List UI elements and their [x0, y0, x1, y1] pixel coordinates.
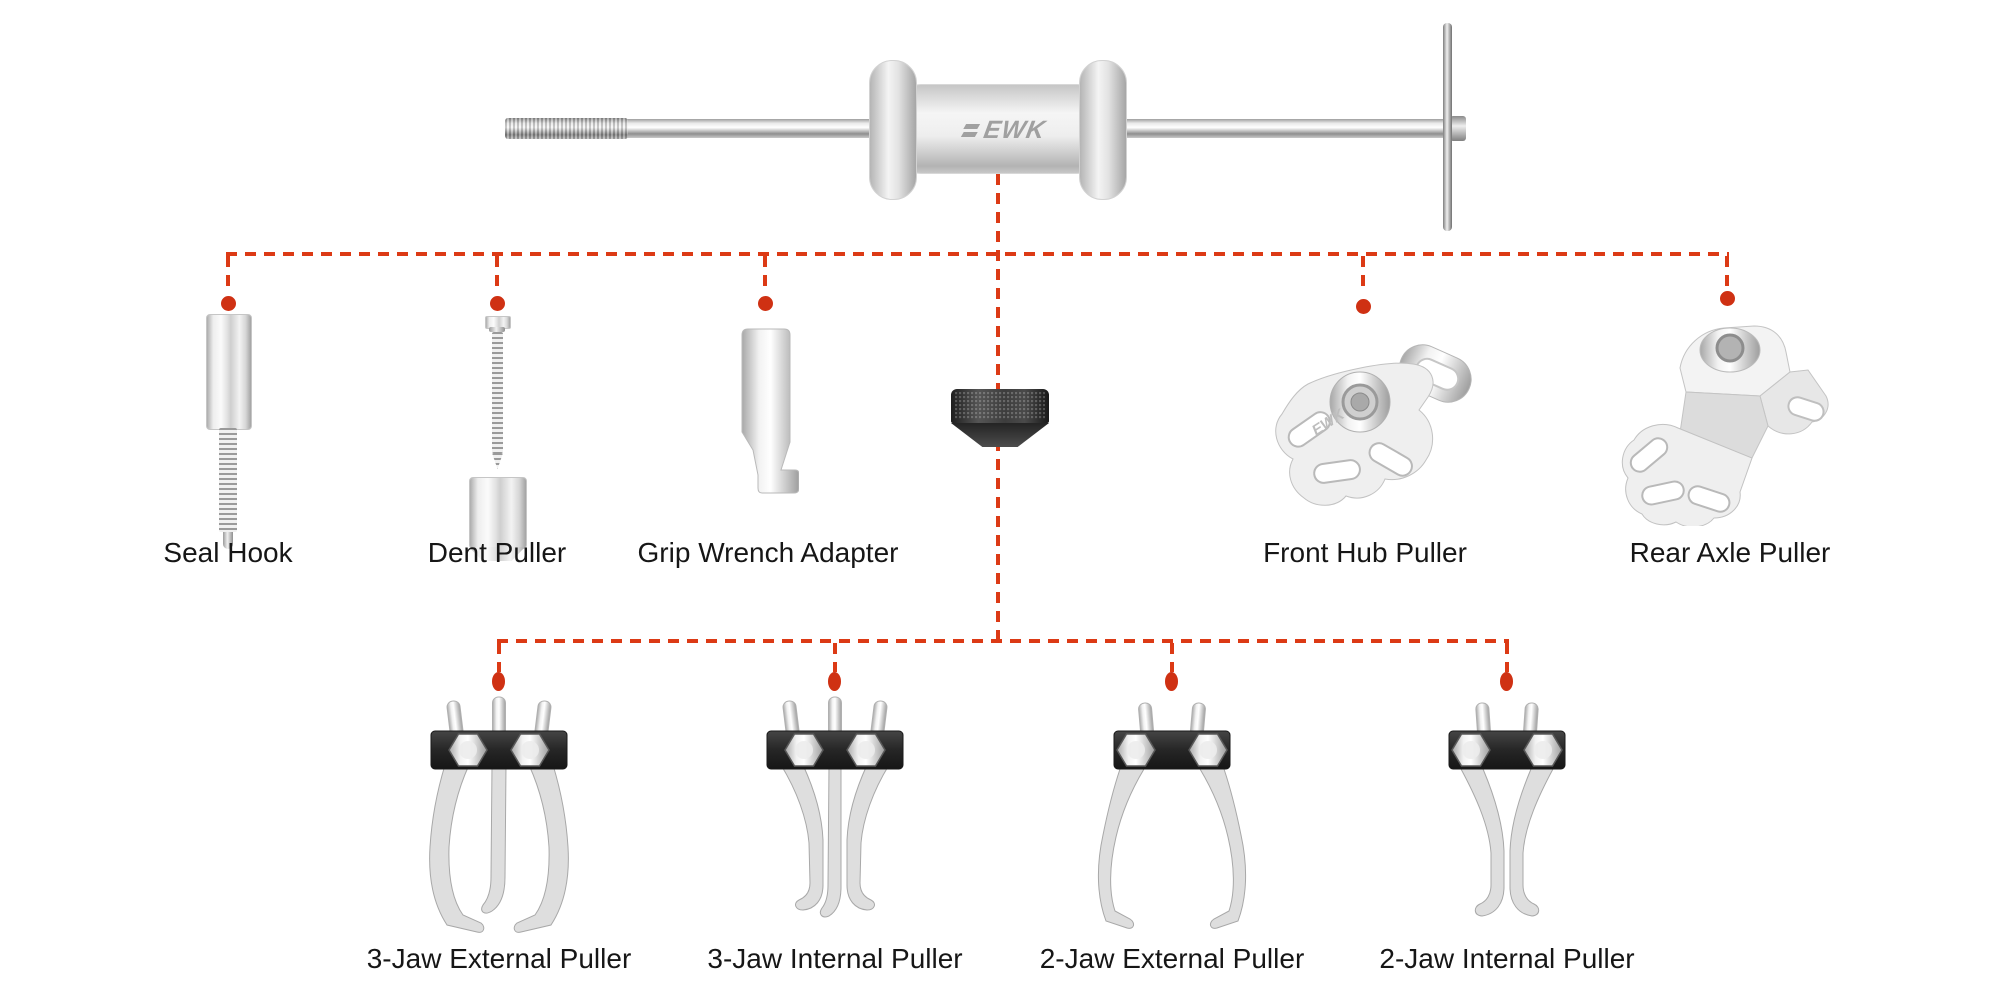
label-rear-axle-puller: Rear Axle Puller — [1629, 537, 1831, 568]
label-2jaw-external-puller: 2-Jaw External Puller — [1039, 943, 1305, 974]
slide-hammer-left-flange — [869, 60, 917, 200]
label-front-hub-puller: Front Hub Puller — [1263, 537, 1467, 568]
grip-wrench-adapter-image — [741, 328, 799, 494]
connector-stub-3jaw-external — [497, 643, 501, 672]
connector-stub-grip-wrench — [763, 256, 767, 293]
connector-row1-line — [226, 252, 1729, 256]
connector-dot-rear-axle — [1720, 291, 1735, 306]
seal-hook-hex-body — [206, 314, 252, 430]
slide-hammer-right-flange — [1079, 60, 1127, 200]
brand-logo-text: EWK — [981, 116, 1048, 144]
t-handle-bar — [1443, 23, 1452, 231]
connector-dot-dent-puller — [490, 296, 505, 311]
seal-hook-threaded-rod — [219, 428, 237, 532]
two-jaw-internal-puller-image — [1448, 702, 1566, 917]
connector-dot-grip-wrench — [758, 296, 773, 311]
label-2jaw-internal-puller: 2-Jaw Internal Puller — [1379, 943, 1635, 974]
dent-puller-screw-tip — [492, 453, 503, 469]
label-grip-wrench-adapter: Grip Wrench Adapter — [637, 537, 899, 568]
rear-axle-puller-image — [1621, 325, 1829, 526]
connector-dot-front-hub — [1356, 299, 1371, 314]
connector-dot-2jaw-internal — [1500, 672, 1513, 691]
three-jaw-external-puller-image — [429, 696, 569, 933]
brand-logo: EWK — [959, 116, 1050, 145]
connector-stub-dent-puller — [495, 256, 499, 293]
front-hub-puller-image: EWK — [1275, 344, 1472, 506]
connector-row2-line — [497, 639, 1509, 643]
dent-puller-hex-adapter-taper — [469, 547, 525, 561]
connector-dot-3jaw-external — [492, 672, 505, 691]
label-dent-puller: Dent Puller — [427, 537, 567, 568]
connector-stub-rear-axle — [1725, 256, 1729, 293]
dent-puller-screw-shank — [492, 332, 503, 453]
seal-hook-tip — [223, 532, 233, 549]
connector-stub-seal-hook — [226, 256, 230, 293]
connector-stub-2jaw-external — [1170, 643, 1174, 672]
cone-adapter-cone — [951, 423, 1049, 447]
connector-stub-3jaw-internal — [833, 643, 837, 672]
connector-dot-2jaw-external — [1165, 672, 1178, 691]
slide-hammer-threaded-tip — [505, 118, 628, 139]
t-handle-collar — [1450, 116, 1466, 141]
label-seal-hook: Seal Hook — [163, 537, 293, 568]
label-3jaw-internal-puller: 3-Jaw Internal Puller — [707, 943, 963, 974]
dent-puller-screw-collar — [489, 327, 505, 332]
cone-adapter-knurled-top — [951, 389, 1049, 423]
connector-stub-2jaw-internal — [1505, 643, 1509, 672]
connector-dot-seal-hook — [221, 296, 236, 311]
three-jaw-internal-puller-image — [766, 696, 904, 918]
connector-dot-3jaw-internal — [828, 672, 841, 691]
two-jaw-external-puller-image — [1097, 702, 1247, 929]
connector-stub-front-hub — [1361, 256, 1365, 293]
label-3jaw-external-puller: 3-Jaw External Puller — [366, 943, 632, 974]
brand-flag-icon — [960, 123, 981, 137]
